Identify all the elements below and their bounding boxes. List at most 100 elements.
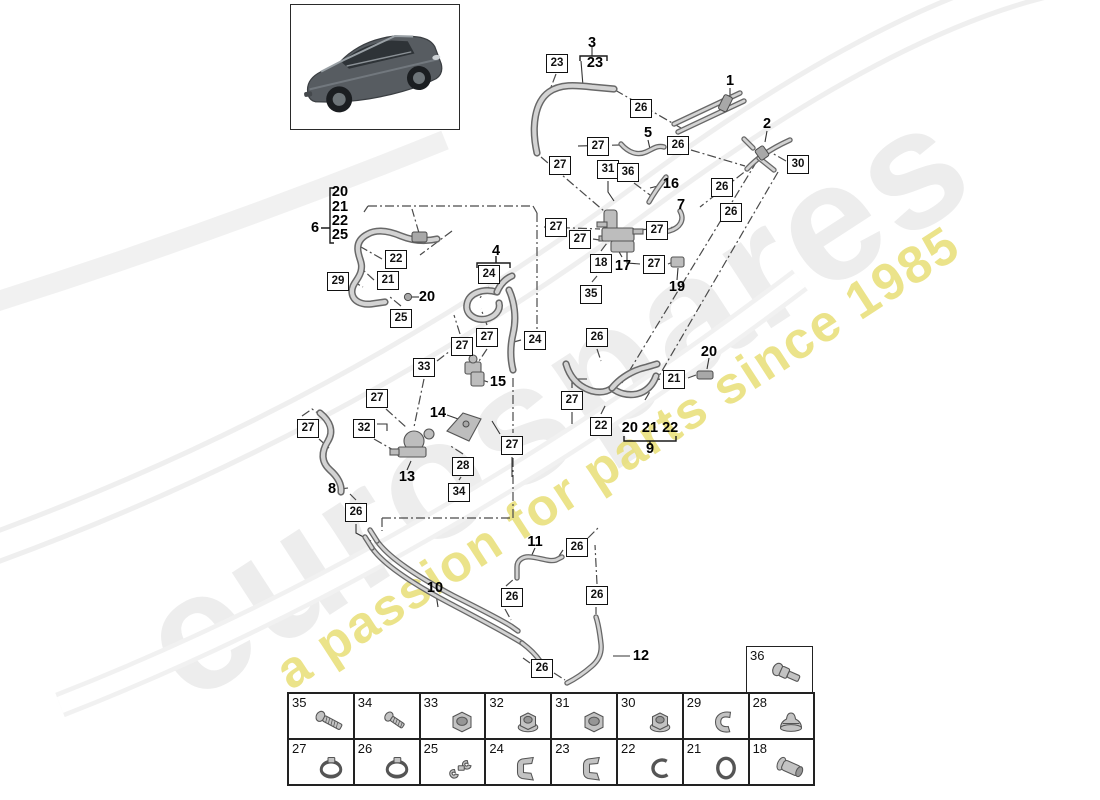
part-label-10: 10	[426, 580, 444, 596]
part-label-9: 9	[645, 441, 655, 457]
grommet-icon	[780, 712, 803, 732]
legend-cell-28: 28	[748, 693, 815, 739]
bracket-14	[446, 412, 482, 442]
legend-part-number: 33	[423, 695, 439, 710]
flange-nut-icon	[649, 712, 671, 733]
part-label-6: 6	[310, 220, 320, 236]
callout-box-27: 27	[569, 229, 591, 249]
callout-box-28: 28	[452, 456, 474, 476]
callout-box-27: 27	[297, 418, 319, 438]
legend-cell-26: 26	[353, 739, 420, 785]
screw-short-icon	[382, 709, 407, 731]
legend-cell-29: 29	[682, 693, 749, 739]
group-brackets	[321, 55, 677, 445]
callout-box-31: 31	[597, 159, 619, 179]
callout-box-26: 26	[667, 135, 689, 155]
part-label-16: 16	[662, 176, 680, 192]
legend-part-number: 24	[489, 741, 504, 756]
part-label-19: 19	[668, 279, 686, 295]
legend-cell-30: 30	[616, 693, 683, 739]
retainer-clip-icon	[582, 756, 600, 781]
callout-box-27: 27	[587, 136, 609, 156]
callout-box-27: 27	[451, 336, 473, 356]
legend-cell-21: 21	[682, 739, 749, 785]
legend-cell-34: 34	[353, 693, 420, 739]
part-label-3: 3	[587, 35, 597, 51]
fitting-19	[670, 256, 685, 268]
hose-11	[517, 557, 562, 578]
part-label-14: 14	[429, 405, 447, 421]
legend-part-number: 25	[423, 741, 439, 756]
car-illustration	[304, 34, 443, 113]
legend-part-number: 21	[686, 741, 702, 756]
legend-part-number: 35	[292, 695, 307, 710]
callout-box-27: 27	[643, 254, 665, 274]
callout-box-32: 32	[353, 418, 375, 438]
legend-part-number: 27	[292, 741, 307, 756]
sleeve-icon	[775, 755, 806, 780]
callout-box-26: 26	[566, 537, 588, 557]
callout-box-33: 33	[413, 357, 435, 377]
callout-box-36: 36	[617, 162, 639, 182]
part-label-21: 21	[331, 199, 349, 215]
callout-box-26: 26	[345, 502, 367, 522]
callout-box-21: 21	[377, 270, 399, 290]
part-label-22: 22	[331, 213, 349, 229]
callout-box-24: 24	[478, 264, 500, 284]
legend-part-number: 34	[357, 695, 373, 710]
valve-17	[596, 209, 644, 253]
part-label-7: 7	[676, 197, 686, 213]
callout-box-27: 27	[545, 217, 567, 237]
legend-part-number: 22	[620, 741, 636, 756]
part-label-2: 2	[762, 116, 772, 132]
callout-box-29: 29	[327, 271, 349, 291]
part-label-20: 20	[700, 344, 718, 360]
legend-part-number: 29	[686, 695, 702, 710]
pump-13	[389, 428, 435, 458]
legend-part-number: 32	[489, 695, 504, 710]
legend-part-number: 36	[750, 648, 765, 663]
hose-5	[621, 144, 664, 154]
callout-box-27: 27	[549, 155, 571, 175]
legend-cell-32: 32	[485, 693, 552, 739]
callout-box-27: 27	[476, 327, 498, 347]
legend-part-number: 31	[555, 695, 570, 710]
part-label-4: 4	[491, 243, 501, 259]
legend-cell-35: 35	[288, 693, 354, 739]
callout-box-26: 26	[711, 177, 733, 197]
fitting-20-dot	[403, 292, 413, 302]
screw-long-icon	[313, 709, 344, 733]
legend-part-number: 26	[357, 741, 373, 756]
legend-part-number: 23	[555, 741, 570, 756]
callout-box-35: 35	[580, 284, 602, 304]
hose-clamp-icon	[385, 756, 408, 779]
part-label-25: 25	[331, 227, 349, 243]
legend-cell-27: 27	[288, 739, 354, 785]
callout-box-34: 34	[448, 482, 470, 502]
callout-box-22: 22	[590, 416, 612, 436]
callout-box-18: 18	[590, 253, 612, 273]
part-label-12: 12	[632, 648, 650, 664]
part-label-20: 20	[418, 289, 436, 305]
legend-part-number: 30	[620, 695, 636, 710]
bolt-icon	[769, 661, 802, 686]
part-label-23: 23	[586, 55, 604, 71]
part-label-20-21-22: 20 21 22	[621, 420, 679, 436]
part-label-5: 5	[643, 125, 653, 141]
callout-box-25: 25	[390, 308, 412, 328]
valve-15	[464, 354, 485, 387]
hose-12	[567, 617, 601, 683]
hex-nut-icon	[452, 711, 472, 733]
callout-box-26: 26	[720, 202, 742, 222]
callout-box-27: 27	[561, 390, 583, 410]
callout-box-26: 26	[531, 658, 553, 678]
hose-clamp-icon	[319, 756, 343, 779]
legend-cell-24: 24	[485, 739, 552, 785]
part-label-1: 1	[725, 73, 735, 89]
part-label-17: 17	[614, 258, 632, 274]
part-label-20: 20	[331, 184, 349, 200]
legend-cell-31: 31	[551, 693, 617, 739]
